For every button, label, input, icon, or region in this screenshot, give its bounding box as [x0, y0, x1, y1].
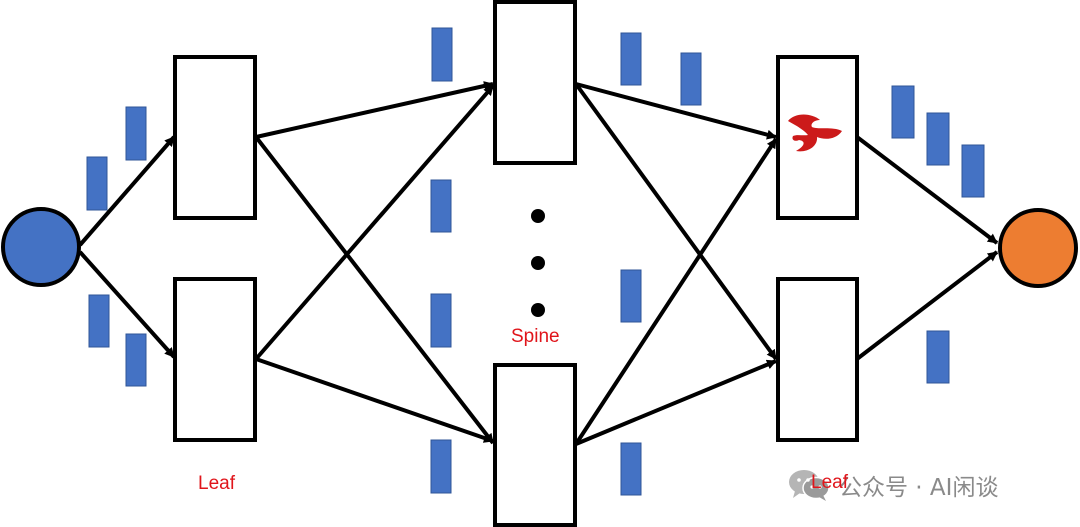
link-spine-top-leaf-right-bottom [574, 82, 778, 361]
destination-node [998, 208, 1078, 288]
packet [88, 294, 110, 348]
flame-icon [788, 114, 842, 152]
leaf-switch-right-bottom [776, 277, 859, 442]
spine-switch-top [493, 0, 577, 165]
link-leaf-top-spine-top [255, 81, 494, 139]
link-spine-bottom-leaf-right-bottom [575, 359, 777, 446]
packet [125, 106, 147, 161]
packet [430, 439, 452, 494]
leaf-switch-left-bottom [173, 277, 257, 442]
packet [620, 269, 642, 323]
link-leaf-right-bottom-destination [855, 250, 999, 361]
link-leaf-bottom-spine-top [254, 84, 495, 361]
packet [125, 333, 147, 387]
packet [430, 293, 452, 348]
packet [926, 330, 950, 384]
packet [891, 85, 915, 139]
packet [620, 442, 642, 496]
leaf-switch-left-top [173, 55, 257, 220]
link-source-leaf-top [78, 135, 176, 247]
link-leaf-top-spine-bottom [254, 135, 495, 445]
link-spine-bottom-leaf-right-top [574, 137, 778, 446]
link-source-leaf-bottom [78, 250, 176, 359]
spine-label: Spine [511, 326, 560, 347]
packet [680, 52, 702, 106]
wechat-logo-icon [789, 470, 830, 501]
leaf-label-right: Leaf [811, 472, 848, 493]
packet [620, 32, 642, 86]
leaf-switch-right-top [776, 55, 859, 220]
packet [430, 179, 452, 233]
packet [961, 144, 985, 198]
packet [926, 112, 950, 166]
packet [86, 156, 108, 211]
link-leaf-right-top-destination [855, 135, 999, 245]
source-node [1, 207, 81, 287]
link-leaf-bottom-spine-bottom [255, 357, 494, 443]
packet [431, 27, 453, 82]
spine-switch-bottom [493, 363, 577, 527]
link-spine-top-leaf-right-top [575, 82, 777, 140]
leaf-label-left: Leaf [198, 473, 235, 494]
watermark: 公众号 · AI闲谈 [787, 468, 998, 502]
vertical-ellipsis-icon [531, 209, 545, 317]
watermark-text: 公众号 · AI闲谈 [839, 475, 999, 501]
